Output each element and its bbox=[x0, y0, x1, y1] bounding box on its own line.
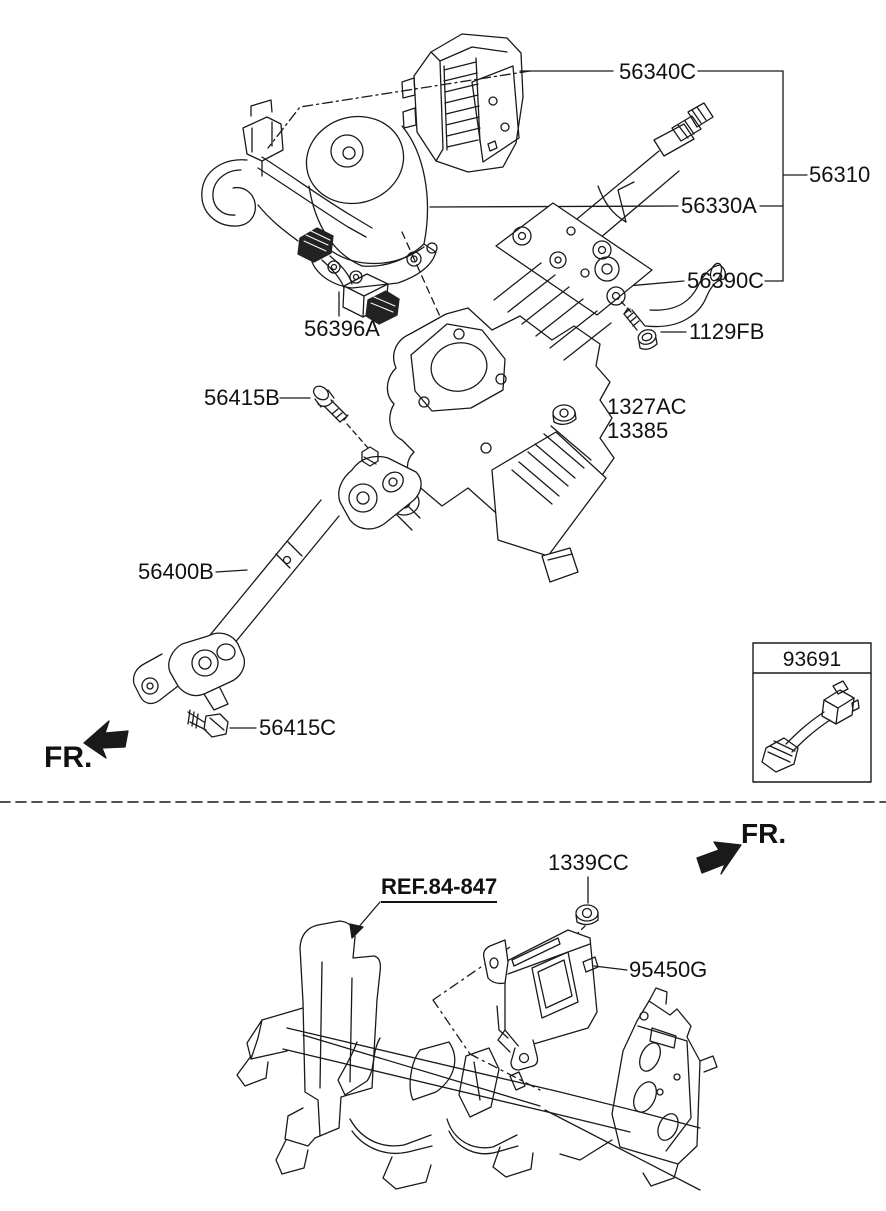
ref-label: REF.84-847 bbox=[381, 876, 498, 903]
part-label-56330A: 56330A bbox=[681, 193, 757, 218]
part-label-56390C: 56390C bbox=[687, 268, 765, 293]
dashed-56415b bbox=[346, 423, 369, 449]
ref-arrow-line bbox=[356, 901, 381, 930]
part-housing bbox=[379, 202, 726, 583]
part-label-95450G: 95450G bbox=[629, 957, 708, 982]
bracket-56310 bbox=[782, 70, 808, 282]
part-lower-shaft bbox=[205, 499, 340, 657]
part-harness bbox=[201, 99, 400, 325]
part-label-56340C: 56340C bbox=[619, 59, 697, 84]
part-label-56400B: 56400B bbox=[138, 559, 214, 584]
part-ecu-95450g bbox=[482, 929, 599, 1071]
part-motor bbox=[305, 115, 438, 289]
part-chassis bbox=[236, 920, 718, 1191]
part-bolt-56415c bbox=[187, 709, 229, 738]
part-label-56415B: 56415B bbox=[204, 385, 280, 410]
part-nut-1339cc bbox=[575, 904, 599, 926]
inset-box-title: 93691 bbox=[782, 648, 842, 671]
part-label-1327AC: 1327AC bbox=[607, 394, 687, 419]
part-label-1129FB: 1129FB bbox=[689, 319, 765, 344]
leader-56400b bbox=[215, 569, 248, 573]
fr-arrow-bottom bbox=[696, 841, 742, 875]
part-label-1339CC: 1339CC bbox=[548, 850, 629, 875]
part-upper-ujoint bbox=[338, 446, 422, 530]
fr-label-bottom: FR. bbox=[741, 818, 787, 849]
part-label-13385: 13385 bbox=[607, 418, 669, 443]
inset-box-93691 bbox=[752, 642, 872, 783]
part-label-56396A: 56396A bbox=[304, 316, 380, 341]
assembly-dashdot-ecu bbox=[267, 70, 531, 149]
part-ecu-56340c bbox=[401, 33, 524, 173]
part-bolt-1129fb bbox=[623, 307, 658, 350]
part-label-56415C: 56415C bbox=[259, 715, 337, 740]
part-lower-ujoint bbox=[132, 632, 246, 711]
part-bolt-56415b bbox=[312, 385, 349, 423]
part-label-56310: 56310 bbox=[809, 162, 871, 187]
fr-label-top: FR. bbox=[44, 741, 93, 774]
leader-95450g bbox=[593, 965, 628, 971]
fr-arrow-top bbox=[83, 720, 129, 759]
part-nut-1327ac bbox=[552, 404, 577, 426]
